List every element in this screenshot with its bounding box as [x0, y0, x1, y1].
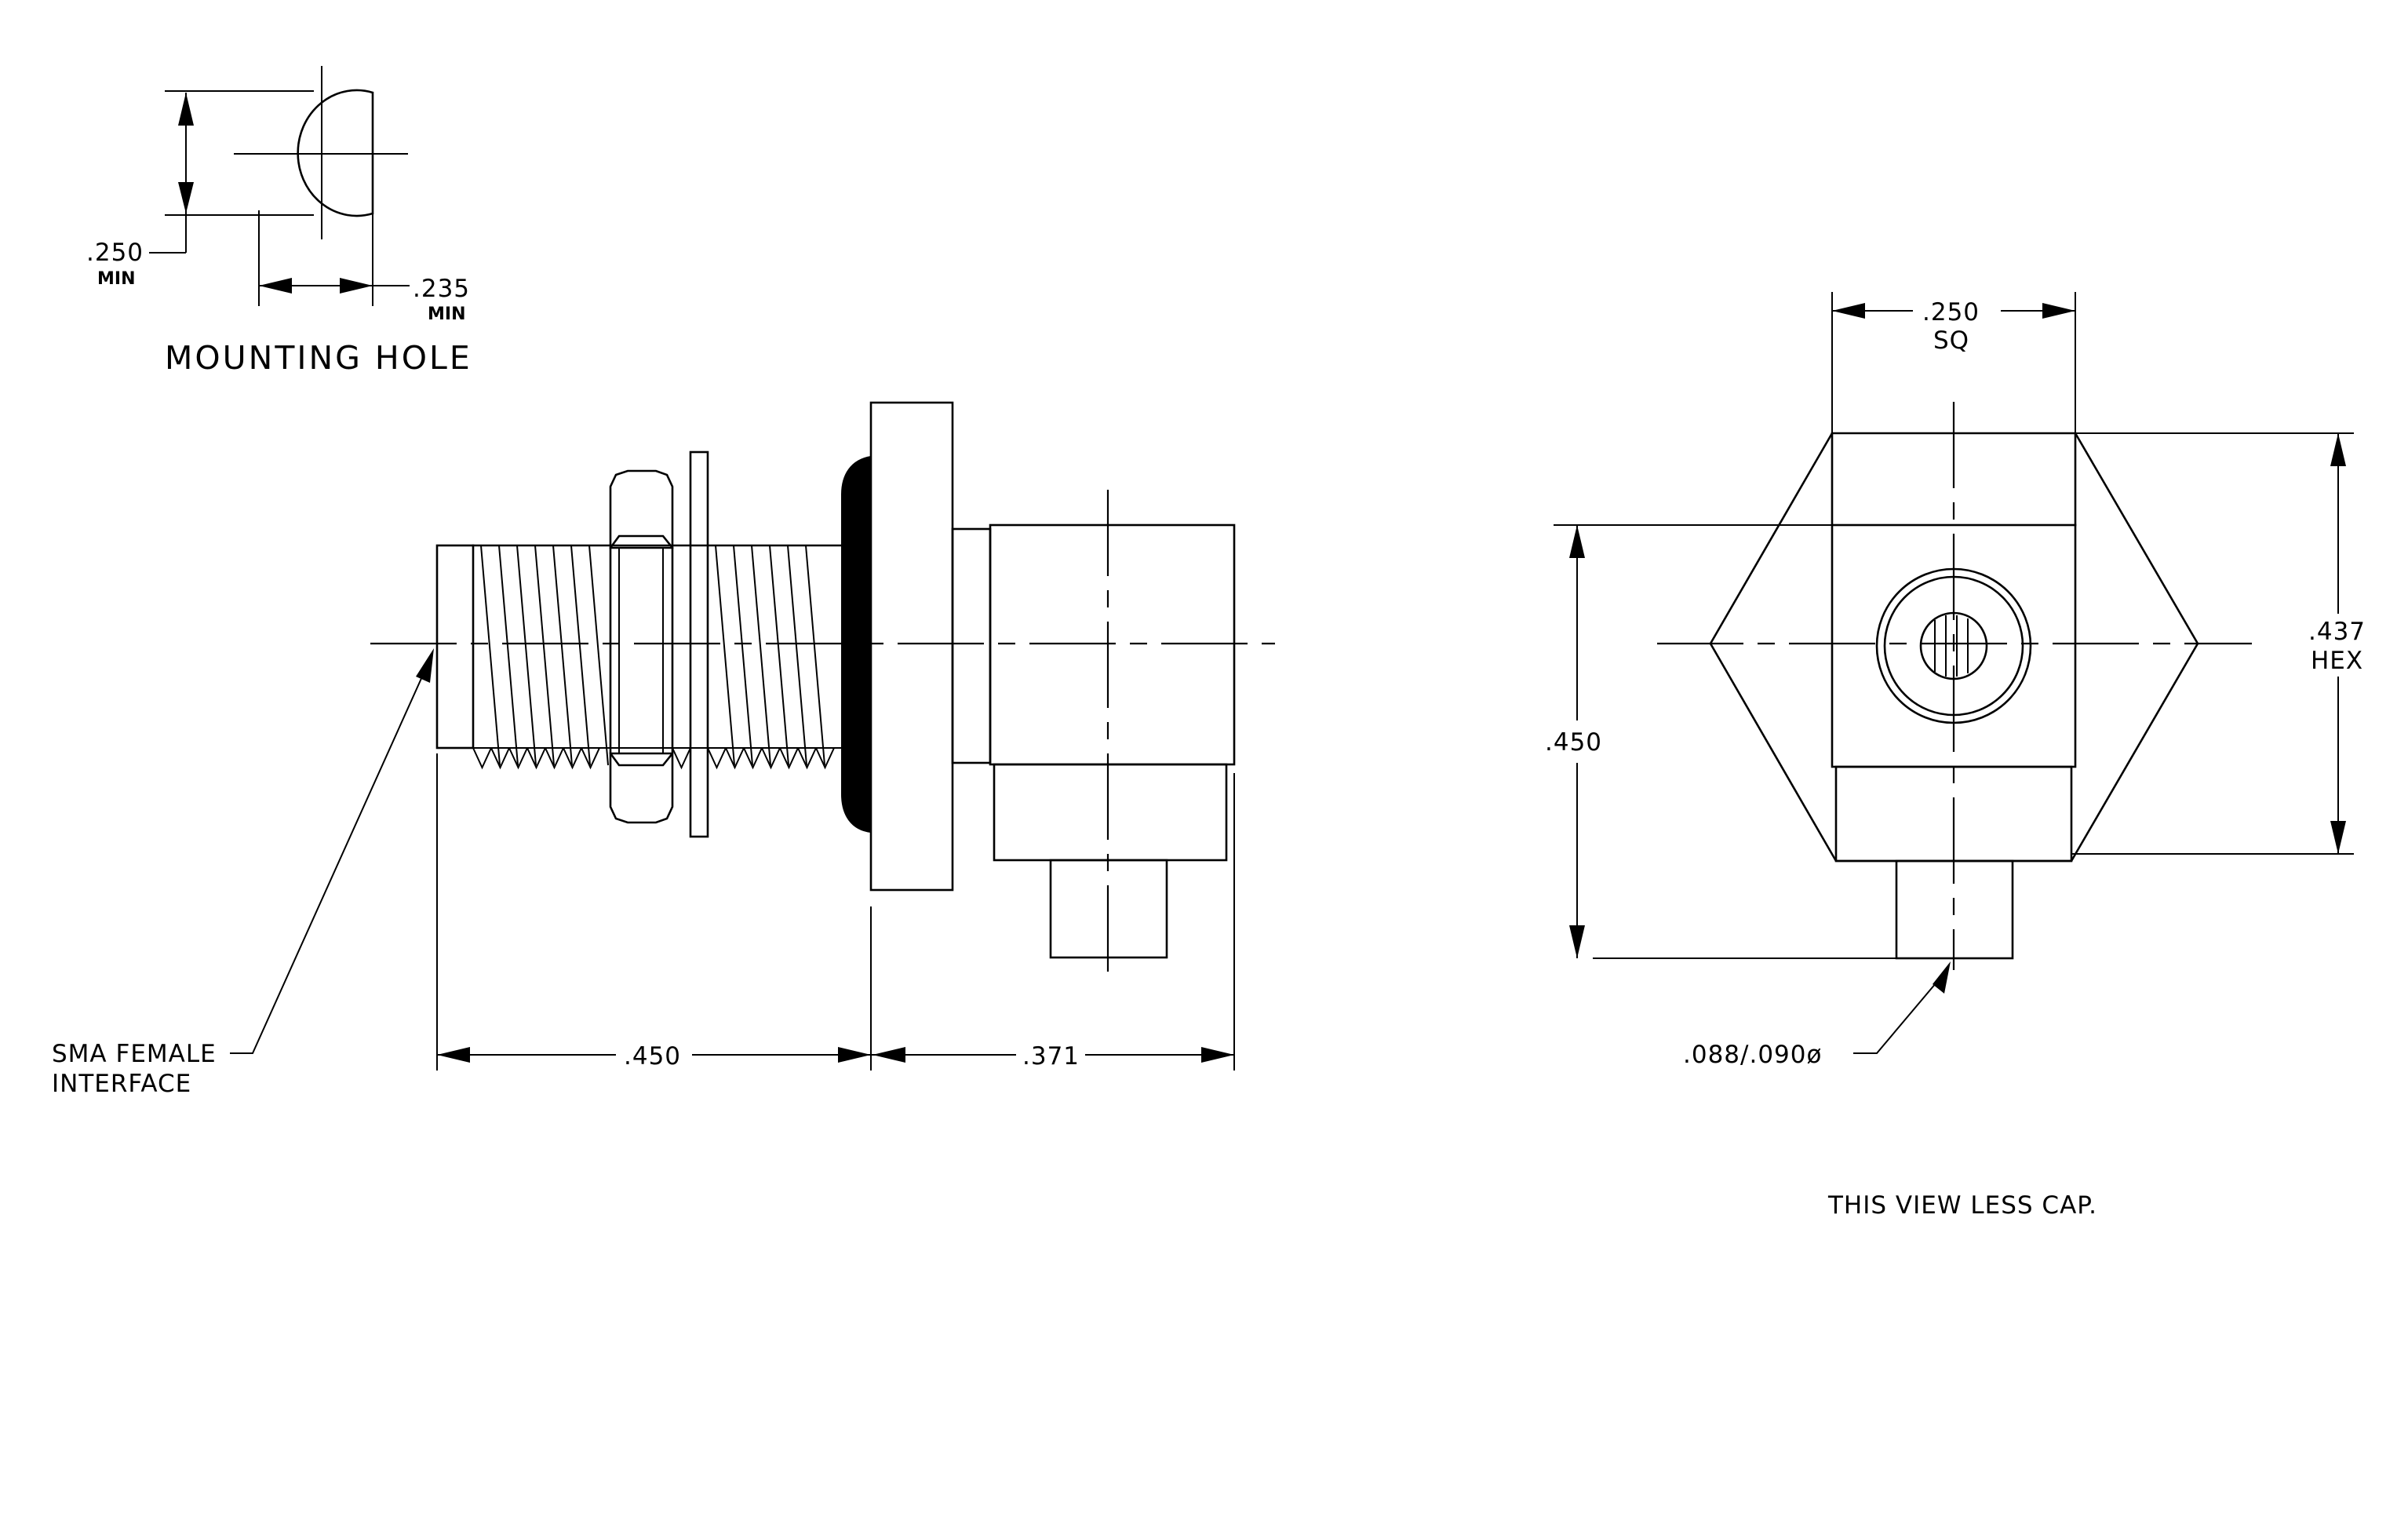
thread-helix-line: [751, 545, 771, 766]
flange-neck: [951, 527, 992, 764]
thread-helix-line: [733, 545, 753, 766]
thread-helix-line: [787, 545, 807, 766]
callout-leader: [230, 658, 431, 1054]
thread-helix-line: [534, 545, 555, 766]
dim-height: .450: [1545, 728, 1602, 757]
thread-helix-line: [480, 545, 501, 766]
end-view-note: THIS VIEW LESS CAP.: [1827, 1191, 2097, 1220]
pin-dim-leader: [1853, 972, 1945, 1054]
end-view: .250 SQ .437 HEX .450 .088/.090ø THIS VI…: [1545, 292, 2366, 1220]
dim-hex-note: HEX: [2311, 647, 2363, 675]
hole-height-note: MIN: [97, 269, 136, 289]
callout-label-line1: SMA FEMALE: [52, 1040, 217, 1068]
front-interface-body: [435, 544, 475, 750]
thread-helix-line: [570, 545, 591, 766]
thread-helix-line: [498, 545, 519, 766]
dim-square: .250: [1922, 298, 1980, 326]
dim-front-length: .450: [624, 1042, 681, 1071]
hex-nut: [609, 469, 674, 824]
dim-rear-length: .371: [1022, 1042, 1080, 1071]
side-view: SMA FEMALE INTERFACE .450 .371: [52, 401, 1275, 1098]
thread-helix-line: [769, 545, 789, 766]
rear-body: [989, 523, 1236, 766]
mounting-hole-detail: .250 MIN .235 MIN MOUNTING HOLE: [86, 66, 472, 377]
thread-helix-line: [516, 545, 537, 766]
rear-cap: [993, 763, 1228, 862]
thread-helix-line: [715, 545, 735, 766]
threaded-barrel: [472, 544, 843, 770]
dim-hex: .437: [2308, 618, 2366, 646]
hole-height-dim: .250: [86, 239, 144, 267]
lock-washer: [689, 450, 709, 838]
hole-width-dim: .235: [413, 275, 470, 303]
rubber-gasket: [841, 455, 872, 833]
mounting-hole-outline: [297, 89, 374, 217]
thread-helix-line: [552, 545, 573, 766]
flange: [869, 401, 954, 892]
callout-label-line2: INTERFACE: [52, 1070, 191, 1098]
mounting-hole-title: MOUNTING HOLE: [165, 339, 472, 377]
dim-square-note: SQ: [1933, 326, 1969, 355]
thread-helix-line: [588, 545, 609, 766]
thread-teeth: [472, 747, 835, 770]
hole-width-note: MIN: [428, 305, 466, 324]
dim-pin: .088/.090ø: [1683, 1041, 1822, 1069]
thread-helix-line: [805, 545, 825, 766]
